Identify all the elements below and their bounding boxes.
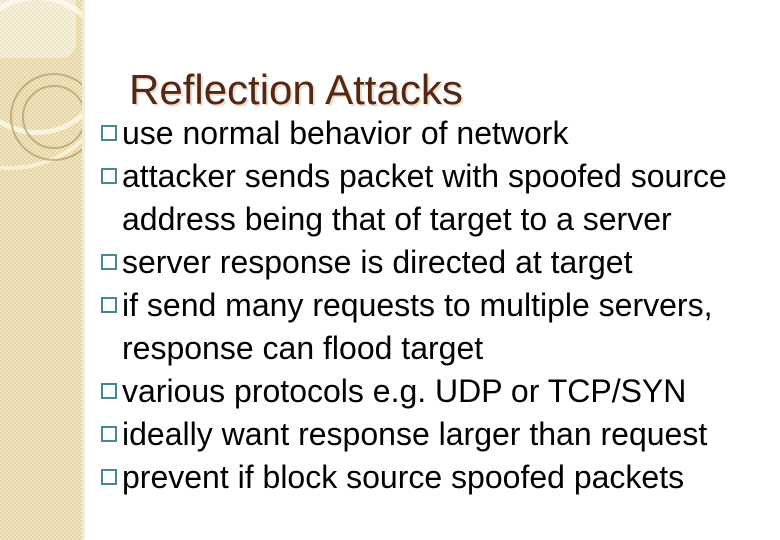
bullet-item: various protocols e.g. UDP or TCP/SYN [101, 370, 773, 413]
decorative-ring-inner [22, 85, 82, 149]
decorative-ring-outer [10, 73, 82, 161]
bullet-item: attacker sends packet with spoofed sourc… [101, 155, 773, 241]
bullet-text: prevent if block source spoofed packets [122, 459, 685, 495]
bullet-text: ideally want response larger than reques… [122, 416, 708, 452]
decorative-sidebar [0, 0, 85, 540]
bullet-text: various protocols e.g. UDP or TCP/SYN [122, 373, 687, 409]
sidebar-highlight [0, 0, 76, 58]
bullet-text: server response is directed at target [122, 244, 633, 280]
bullet-item: ideally want response larger than reques… [101, 413, 773, 456]
square-bullet-icon [101, 426, 117, 442]
square-bullet-icon [101, 383, 117, 399]
square-bullet-icon [101, 125, 117, 141]
square-bullet-icon [101, 297, 117, 313]
bullet-text: use normal behavior of network [122, 115, 569, 151]
square-bullet-icon [101, 168, 117, 184]
bullet-list: use normal behavior of network attacker … [101, 112, 773, 499]
square-bullet-icon [101, 469, 117, 485]
bullet-item: server response is directed at target [101, 241, 773, 284]
bullet-text: attacker sends packet with spoofed sourc… [122, 158, 727, 237]
square-bullet-icon [101, 254, 117, 270]
bullet-item: if send many requests to multiple server… [101, 284, 773, 370]
slide-title: Reflection Attacks [129, 66, 463, 114]
bullet-item: use normal behavior of network [101, 112, 773, 155]
bullet-text: if send many requests to multiple server… [122, 287, 713, 366]
bullet-item: prevent if block source spoofed packets [101, 456, 773, 499]
